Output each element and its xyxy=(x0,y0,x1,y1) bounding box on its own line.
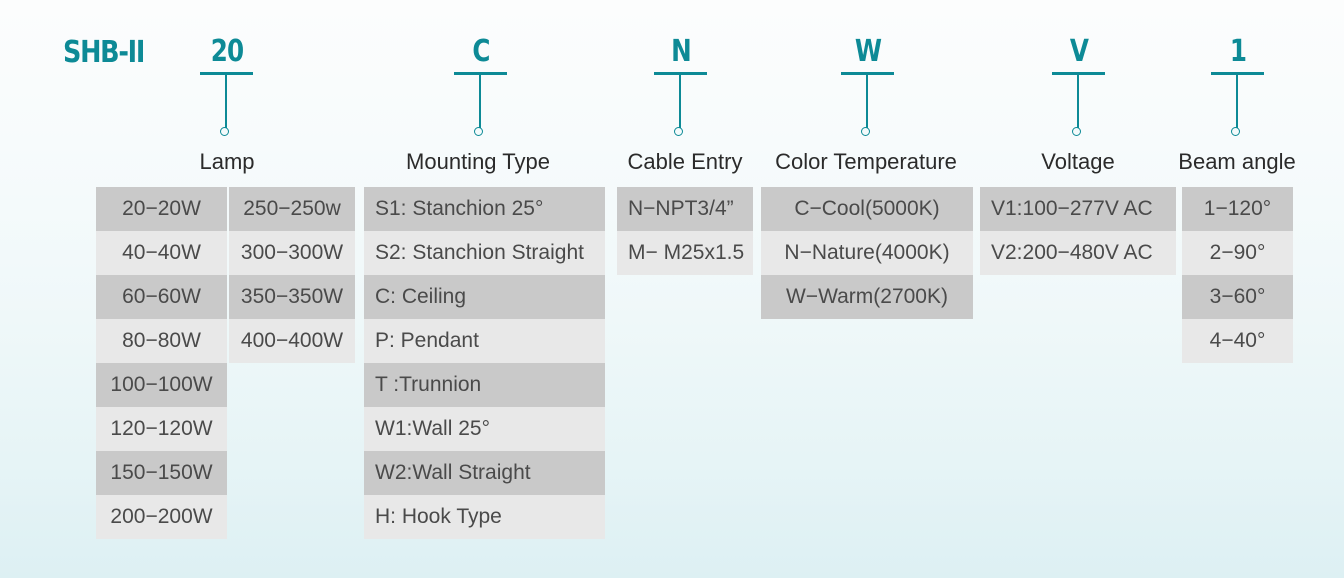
option-cell[interactable]: N−Nature(4000K) xyxy=(761,231,973,275)
option-cell[interactable]: 150−150W xyxy=(96,451,227,495)
connector-bar xyxy=(841,72,894,75)
option-list-lamp-a: 20−20W 40−40W 60−60W 80−80W 100−100W 120… xyxy=(96,187,227,539)
option-cell[interactable]: 400−400W xyxy=(229,319,355,363)
option-list-voltage: V1:100−277V AC V2:200−480V AC xyxy=(980,187,1176,275)
category-label-voltage: Voltage xyxy=(1041,149,1115,174)
option-cell[interactable]: 80−80W xyxy=(96,319,227,363)
connector-stem xyxy=(679,75,681,129)
option-cell[interactable]: W2:Wall Straight xyxy=(364,451,605,495)
category-label-beam-angle: Beam angle xyxy=(1178,149,1296,174)
connector-stem xyxy=(225,75,227,129)
connector-node-icon xyxy=(861,127,870,136)
option-cell[interactable]: 40−40W xyxy=(96,231,227,275)
option-cell[interactable]: 4−40° xyxy=(1182,319,1293,363)
option-cell[interactable]: 300−300W xyxy=(229,231,355,275)
connector-stem xyxy=(479,75,481,129)
connector-node-icon xyxy=(1231,127,1240,136)
option-cell[interactable]: V1:100−277V AC xyxy=(980,187,1176,231)
option-cell[interactable]: W1:Wall 25° xyxy=(364,407,605,451)
category-label-cable-entry: Cable Entry xyxy=(627,149,743,174)
model-name: SHB-II xyxy=(63,35,145,70)
option-cell[interactable]: 350−350W xyxy=(229,275,355,319)
connector-stem xyxy=(866,75,868,129)
option-list-mounting-type: S1: Stanchion 25° S2: Stanchion Straight… xyxy=(364,187,605,539)
connector-node-icon xyxy=(674,127,683,136)
option-cell[interactable]: T :Trunnion xyxy=(364,363,605,407)
option-cell[interactable]: 3−60° xyxy=(1182,275,1293,319)
code-letter-cable-entry: N xyxy=(671,34,692,69)
code-letter-lamp: 20 xyxy=(210,34,244,69)
connector-node-icon xyxy=(474,127,483,136)
option-cell[interactable]: M− M25x1.5 xyxy=(617,231,753,275)
category-label-lamp: Lamp xyxy=(199,149,255,174)
option-list-beam-angle: 1−120° 2−90° 3−60° 4−40° xyxy=(1182,187,1293,363)
option-cell[interactable]: 200−200W xyxy=(96,495,227,539)
option-cell[interactable]: 2−90° xyxy=(1182,231,1293,275)
category-label-color-temperature: Color Temperature xyxy=(775,149,957,174)
option-cell[interactable]: 120−120W xyxy=(96,407,227,451)
option-cell[interactable]: V2:200−480V AC xyxy=(980,231,1176,275)
code-letter-voltage: V xyxy=(1069,34,1089,69)
option-cell[interactable]: H: Hook Type xyxy=(364,495,605,539)
connector-node-icon xyxy=(220,127,229,136)
option-list-cable-entry: N−NPT3/4” M− M25x1.5 xyxy=(617,187,753,275)
option-cell[interactable]: C: Ceiling xyxy=(364,275,605,319)
option-cell[interactable]: W−Warm(2700K) xyxy=(761,275,973,319)
connector-bar xyxy=(1052,72,1105,75)
connector-node-icon xyxy=(1072,127,1081,136)
option-cell[interactable]: S1: Stanchion 25° xyxy=(364,187,605,231)
option-cell[interactable]: C−Cool(5000K) xyxy=(761,187,973,231)
option-list-lamp-b: 250−250w 300−300W 350−350W 400−400W xyxy=(229,187,355,363)
connector-stem xyxy=(1236,75,1238,129)
category-label-mounting-type: Mounting Type xyxy=(406,149,550,174)
code-letter-color-temperature: W xyxy=(854,34,882,69)
code-letter-mounting-type: C xyxy=(472,34,490,69)
connector-bar xyxy=(200,72,253,75)
option-cell[interactable]: 100−100W xyxy=(96,363,227,407)
option-cell[interactable]: S2: Stanchion Straight xyxy=(364,231,605,275)
connector-stem xyxy=(1077,75,1079,129)
option-list-color-temperature: C−Cool(5000K) N−Nature(4000K) W−Warm(270… xyxy=(761,187,973,319)
option-cell[interactable]: N−NPT3/4” xyxy=(617,187,753,231)
option-cell[interactable]: P: Pendant xyxy=(364,319,605,363)
option-cell[interactable]: 60−60W xyxy=(96,275,227,319)
connector-bar xyxy=(654,72,707,75)
option-cell[interactable]: 250−250w xyxy=(229,187,355,231)
connector-bar xyxy=(454,72,507,75)
option-cell[interactable]: 20−20W xyxy=(96,187,227,231)
option-cell[interactable]: 1−120° xyxy=(1182,187,1293,231)
connector-bar xyxy=(1211,72,1264,75)
code-letter-beam-angle: 1 xyxy=(1229,34,1247,69)
